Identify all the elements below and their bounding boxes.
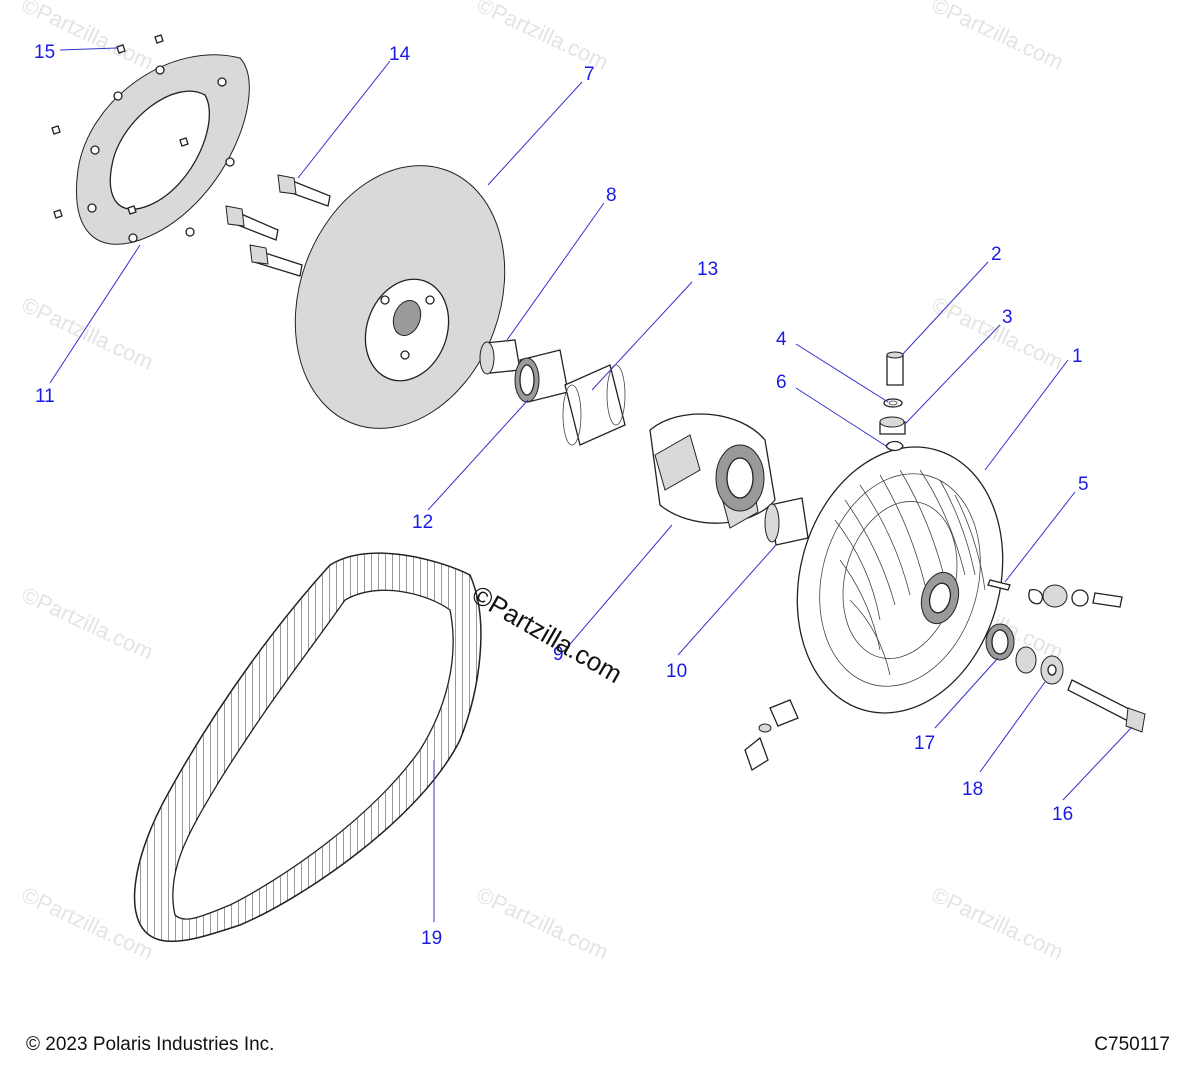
callout-11: 11 <box>35 386 55 407</box>
part-11-ring-plate <box>76 54 250 245</box>
part-8-bushing <box>479 339 521 375</box>
leader-10 <box>677 544 777 656</box>
part-1-movable-sheave <box>796 446 1004 714</box>
part-18-washers <box>1015 646 1064 685</box>
callout-1: 1 <box>1072 346 1083 367</box>
callout-3: 3 <box>1002 307 1013 328</box>
part-6-clip <box>885 440 904 452</box>
leader-1 <box>984 359 1069 471</box>
callout-4: 4 <box>776 329 787 350</box>
callout-7: 7 <box>584 64 595 85</box>
part-19-drive-belt <box>133 552 482 943</box>
leader-3 <box>904 324 1001 425</box>
callout-18: 18 <box>962 779 983 800</box>
leader-9 <box>564 524 673 651</box>
callout-8: 8 <box>606 185 617 206</box>
part-14-bolts <box>225 174 331 277</box>
leader-18 <box>979 681 1046 773</box>
watermark-text: ©Partzilla.com <box>18 292 157 375</box>
callout-15: 15 <box>34 42 55 63</box>
callout-10: 10 <box>666 661 687 682</box>
part-17-seal <box>985 623 1015 661</box>
watermark-text: ©Partzilla.com <box>18 582 157 665</box>
leader-4 <box>795 343 889 403</box>
part-13-spring <box>562 364 626 446</box>
part-12-sleeve <box>514 349 569 403</box>
part-4-washer <box>883 398 903 408</box>
callout-2: 2 <box>991 244 1002 265</box>
callout-12: 12 <box>412 512 433 533</box>
watermark-text: ©Partzilla.com <box>928 882 1067 965</box>
leader-11 <box>49 244 141 384</box>
callout-16: 16 <box>1052 804 1073 825</box>
drawing-code: C750117 <box>1094 1034 1170 1055</box>
lower-pin-assembly <box>744 699 799 771</box>
leader-16 <box>1062 726 1133 801</box>
part-3-roller <box>879 416 906 435</box>
part-9-spider <box>649 413 776 529</box>
callout-5: 5 <box>1078 474 1089 495</box>
part-7-sheave-disc <box>294 165 506 429</box>
leader-lines <box>49 47 1133 922</box>
callout-17: 17 <box>914 733 935 754</box>
leader-14 <box>297 60 391 179</box>
leader-2 <box>901 261 989 356</box>
leader-15 <box>59 47 118 51</box>
leader-13 <box>591 281 693 391</box>
leader-7 <box>487 81 583 186</box>
callout-6: 6 <box>776 372 787 393</box>
watermark-text: ©Partzilla.com <box>18 0 157 75</box>
part-16-bolt <box>1067 679 1146 733</box>
callout-labels: 1 2 3 4 5 6 7 8 9 10 11 12 13 14 15 16 1… <box>34 42 1089 949</box>
center-watermark: ©Partzilla.com <box>467 579 627 689</box>
callout-13: 13 <box>697 259 718 280</box>
part-5-assembly <box>987 579 1123 608</box>
part-10-bushing <box>764 497 809 546</box>
leader-5 <box>1004 491 1076 583</box>
leader-8 <box>506 202 605 341</box>
part-15-rivets <box>51 34 189 219</box>
watermark-text: ©Partzilla.com <box>928 0 1067 75</box>
callout-9: 9 <box>553 644 564 665</box>
leader-6 <box>795 387 887 447</box>
leader-12 <box>427 399 529 511</box>
leader-17 <box>934 657 999 729</box>
part-2-pin <box>886 351 904 386</box>
copyright-notice: © 2023 Polaris Industries Inc. <box>26 1034 275 1055</box>
callout-19: 19 <box>421 928 442 949</box>
callout-14: 14 <box>389 44 411 65</box>
watermark-text: ©Partzilla.com <box>473 882 612 965</box>
